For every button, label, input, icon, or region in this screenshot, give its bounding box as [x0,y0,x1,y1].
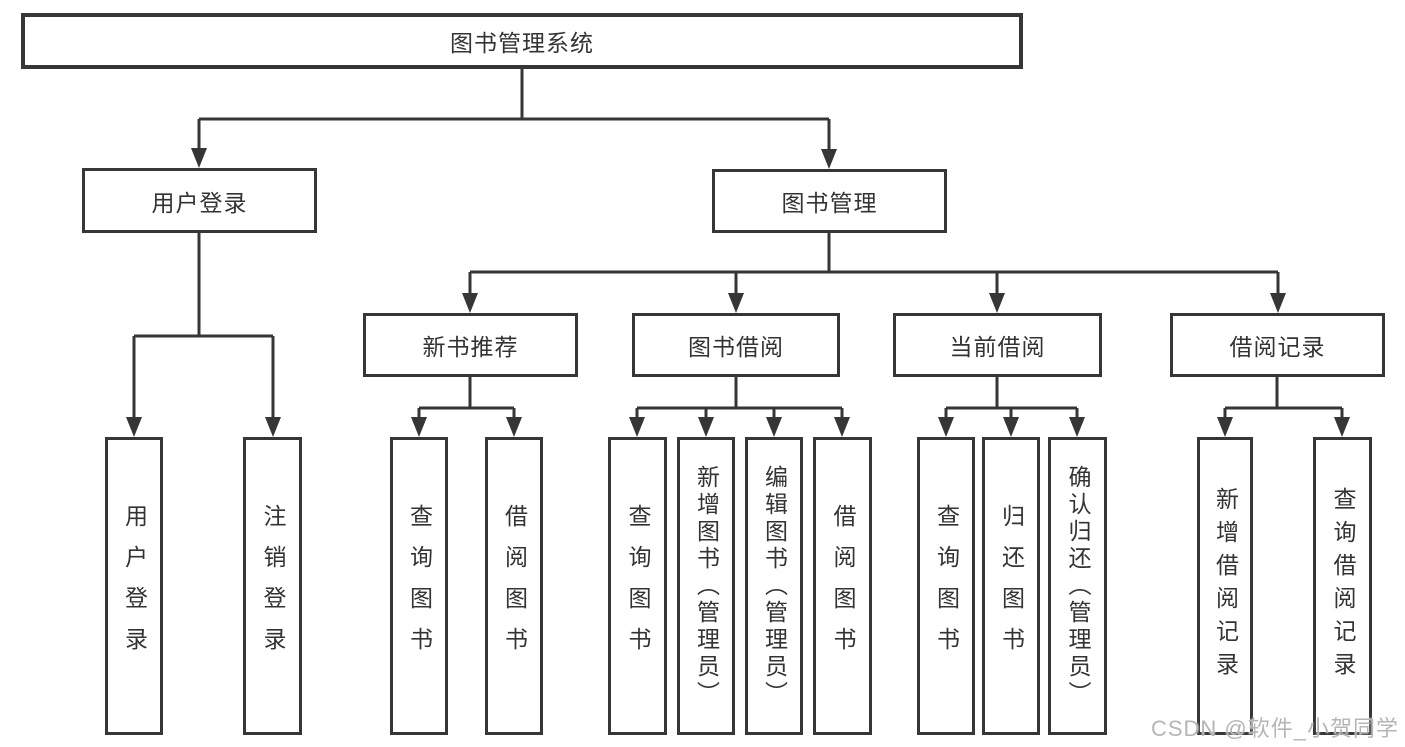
leaf-borrow-books: 借阅图书 [813,437,872,735]
leaf-add-borrow-record: 新增借阅记录 [1197,437,1253,735]
node-new-book-recommend: 新书推荐 [363,313,578,377]
leaf-borrow-books-recommend: 借阅图书 [485,437,543,735]
leaf-query-books-borrow: 查询图书 [608,437,667,735]
leaf-query-borrow-record: 查询借阅记录 [1313,437,1372,735]
leaf-edit-books-admin: 编辑图书（管理员） [745,437,803,735]
node-current-borrow: 当前借阅 [893,313,1102,377]
leaf-query-books-recommend: 查询图书 [390,437,448,735]
leaf-user-login: 用户登录 [105,437,163,735]
leaf-add-books-admin: 新增图书（管理员） [677,437,735,735]
leaf-logout: 注销登录 [243,437,302,735]
node-root-system: 图书管理系统 [21,13,1023,69]
node-user-login-group: 用户登录 [82,168,317,233]
leaf-return-books: 归还图书 [982,437,1040,735]
node-book-management: 图书管理 [712,169,947,233]
node-book-borrow: 图书借阅 [632,313,840,377]
leaf-confirm-return-admin: 确认归还（管理员） [1048,437,1107,735]
node-borrow-records: 借阅记录 [1170,313,1385,377]
arrowheads [126,148,1350,437]
leaf-query-books-current: 查询图书 [917,437,975,735]
